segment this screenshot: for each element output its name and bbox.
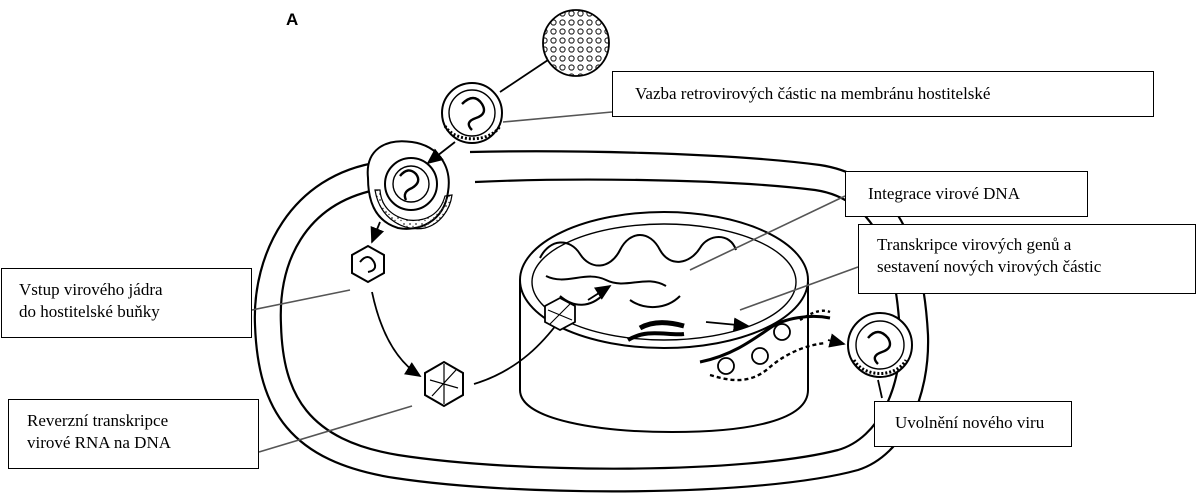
label-integration: Integrace virové DNA [845,171,1088,217]
label-entry: Vstup virového jádra do hostitelské buňk… [1,268,252,338]
label-integration-text: Integrace virové DNA [868,183,1077,205]
label-transcription: Transkripce virových genů a sestavení no… [858,224,1196,294]
label-reverse-transcription: Reverzní transkripce virové RNA na DNA [8,399,259,469]
label-binding-text: Vazba retrovirových částic na membránu h… [635,83,1143,105]
arrow-release [878,380,882,398]
viral-core [352,246,384,282]
arrow-core-to-rt [372,292,420,376]
label-entry-text: Vstup virového jádra do hostitelské buňk… [19,279,241,323]
label-release: Uvolnění nového viru [874,401,1072,447]
connector-free-to-binding [500,60,548,92]
reverse-transcription-core [425,362,463,406]
arrow-vesicle-to-core [372,222,380,242]
budding-virion [848,313,912,377]
binding-virion [442,83,502,143]
label-release-text: Uvolnění nového viru [895,412,1061,434]
label-transcription-text: Transkripce virových genů a sestavení no… [877,234,1185,278]
integrating-core [545,298,575,330]
free-virion [543,10,609,76]
label-reverse-transcription-text: Reverzní transkripce virové RNA na DNA [27,410,248,454]
label-binding: Vazba retrovirových částic na membránu h… [612,71,1154,117]
panel-letter: A [286,10,298,30]
